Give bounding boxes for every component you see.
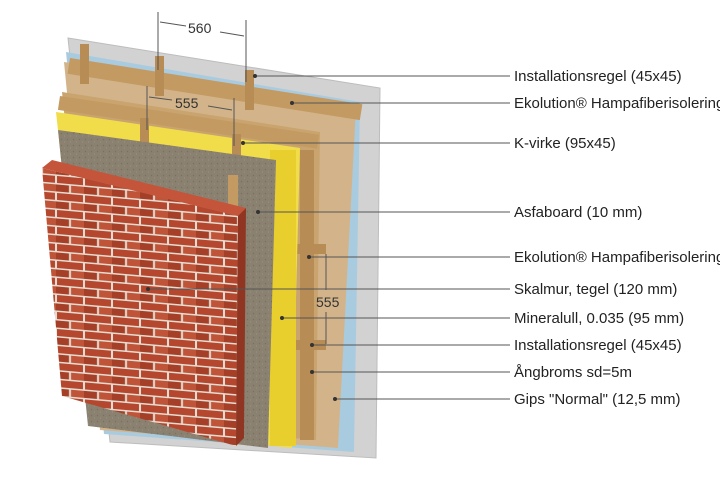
label-hampafiber-top: Ekolution® Hampafiberisolering [514, 95, 720, 112]
brick-wall-side [236, 208, 246, 446]
stud-front-1 [140, 118, 149, 154]
label-asfaboard: Asfaboard (10 mm) [514, 204, 642, 221]
leader-dots [146, 74, 337, 401]
batten-back-2 [80, 44, 89, 84]
batten-back-4 [245, 70, 254, 110]
label-installationsregel-top: Installationsregel (45x45) [514, 68, 682, 85]
brick-wall-top [42, 160, 246, 216]
stud-1 [300, 150, 314, 440]
batten-back-1 [67, 58, 363, 121]
label-installationsregel-bottom: Installationsregel (45x45) [514, 337, 682, 354]
label-skalmur: Skalmur, tegel (120 mm) [514, 281, 677, 298]
dimension-top [157, 12, 247, 82]
label-mineralull: Mineralull, 0.035 (95 mm) [514, 310, 684, 327]
label-angbroms: Ångbroms sd=5m [514, 364, 632, 381]
dimension-top-label: 560 [188, 20, 212, 36]
leader-lines [148, 75, 510, 400]
stud-1b [296, 244, 326, 254]
stud-rail [57, 96, 320, 149]
brick-wall-front [42, 168, 238, 446]
dimension-middle-label: 555 [175, 95, 199, 111]
label-gips: Gips "Normal" (12,5 mm) [514, 391, 681, 408]
label-kvirke: K-virke (95x45) [514, 135, 616, 152]
label-hampafiber-bottom: Ekolution® Hampafiberisolering [514, 249, 720, 266]
dimension-vertical-label: 555 [316, 294, 340, 310]
dimension-middle [146, 86, 235, 146]
batten-back-3 [155, 56, 164, 96]
stud-front-2 [232, 134, 241, 170]
